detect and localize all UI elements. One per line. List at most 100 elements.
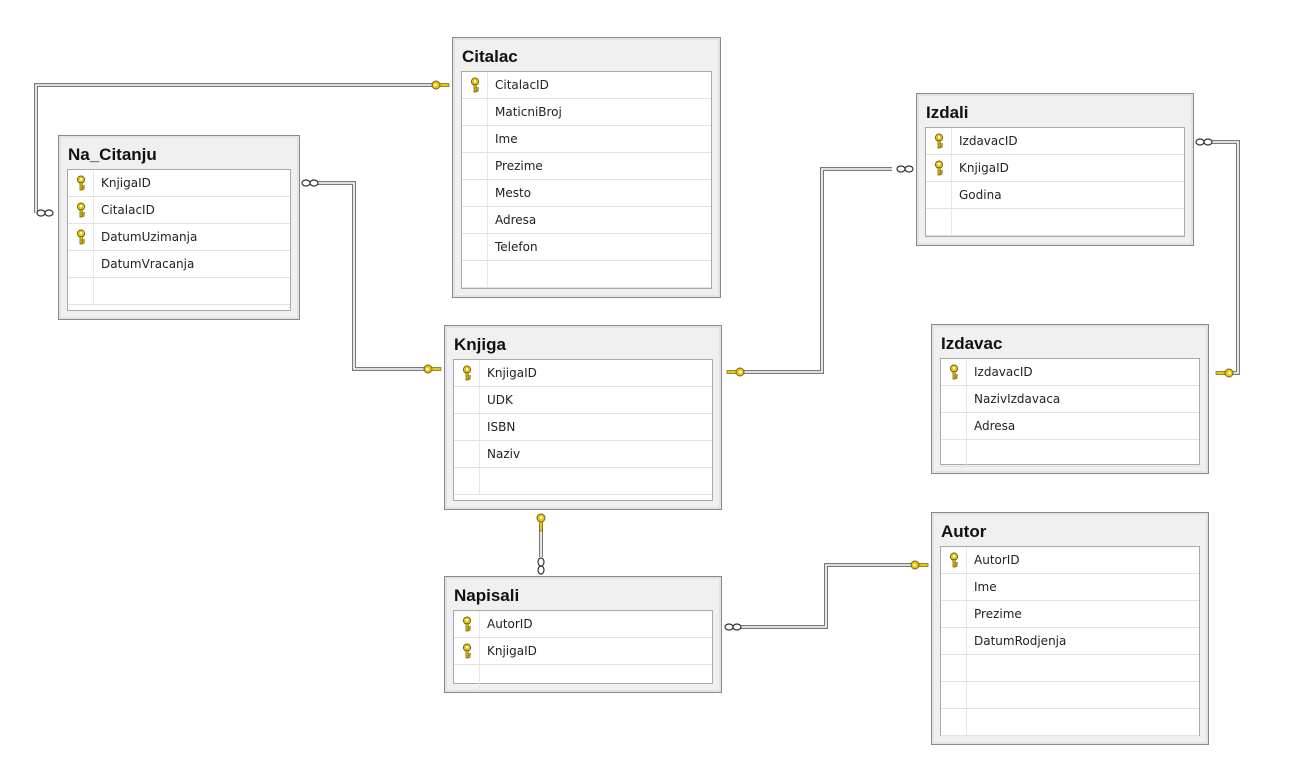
column-row[interactable]: Ime [462,126,711,153]
column-row[interactable]: Adresa [462,207,711,234]
column-row[interactable]: Ime [941,574,1199,601]
infinity-icon [537,557,545,575]
key-icon [1215,368,1234,378]
key-icon [74,229,88,245]
key-icon [431,80,450,90]
empty-row [926,209,1184,236]
table-title: Na_Citanju [68,145,157,164]
key-icon [74,175,88,191]
column-row[interactable]: IzdavacID [926,128,1184,155]
column-name: IzdavacID [959,134,1018,148]
row-selector [462,180,488,206]
row-selector [454,387,480,413]
column-name: Prezime [974,607,1022,621]
row-selector [68,224,94,250]
column-row[interactable]: AutorID [454,611,712,638]
column-row[interactable]: MaticniBroj [462,99,711,126]
column-grid: AutorID KnjigaID [453,610,713,692]
column-row[interactable]: KnjigaID [68,170,290,197]
column-grid: KnjigaID UDK ISBN Naziv [453,359,713,501]
empty-row [462,261,711,288]
column-row[interactable]: NazivIzdavaca [941,386,1199,413]
empty-row [941,709,1199,736]
empty-row [941,682,1199,709]
row-selector [941,359,967,385]
column-row[interactable]: CitalacID [68,197,290,224]
column-row[interactable]: DatumVracanja [68,251,290,278]
column-row[interactable]: IzdavacID [941,359,1199,386]
row-selector [454,468,480,494]
column-row[interactable]: KnjigaID [926,155,1184,182]
relationship-line-inner [35,84,438,213]
empty-row [454,468,712,495]
row-selector [462,207,488,233]
column-row[interactable]: ISBN [454,414,712,441]
row-selector [941,709,967,735]
column-name: NazivIzdavaca [974,392,1061,406]
table-title: Napisali [454,586,520,605]
row-selector [462,99,488,125]
column-row[interactable]: Prezime [941,601,1199,628]
column-row[interactable]: Godina [926,182,1184,209]
row-selector [454,360,480,386]
row-selector [462,72,488,98]
column-row[interactable]: Naziv [454,441,712,468]
column-row[interactable]: Adresa [941,413,1199,440]
row-selector [68,278,94,304]
key-icon [460,616,474,632]
column-name: Prezime [495,159,543,173]
key-icon [932,133,946,149]
table-title: Citalac [462,47,518,66]
row-selector [941,413,967,439]
column-row[interactable]: KnjigaID [454,638,712,665]
column-name: Godina [959,188,1002,202]
row-selector [462,234,488,260]
table-title: Izdavac [941,334,1003,353]
column-row[interactable]: Telefon [462,234,711,261]
column-name: KnjigaID [487,366,537,380]
column-row[interactable]: Prezime [462,153,711,180]
infinity-icon [1195,138,1213,146]
column-row[interactable]: AutorID [941,547,1199,574]
column-name: CitalacID [495,78,549,92]
row-selector [454,665,480,691]
row-selector [462,126,488,152]
column-name: IzdavacID [974,365,1033,379]
key-icon [460,643,474,659]
column-name: DatumVracanja [101,257,195,271]
relationship-izdali-izdavac [1210,140,1240,375]
column-grid: IzdavacID KnjigaID Godina [925,127,1185,237]
row-selector [454,611,480,637]
key-icon [910,560,929,570]
column-name: Ime [495,132,518,146]
column-name: AutorID [974,553,1020,567]
column-name: ISBN [487,420,516,434]
key-icon [726,367,745,377]
column-row[interactable]: CitalacID [462,72,711,99]
column-name: MaticniBroj [495,105,562,119]
empty-row [941,655,1199,682]
column-row[interactable]: UDK [454,387,712,414]
key-icon [932,160,946,176]
column-row[interactable]: DatumUzimanja [68,224,290,251]
column-name: DatumUzimanja [101,230,198,244]
row-selector [68,251,94,277]
column-row[interactable]: KnjigaID [454,360,712,387]
infinity-icon [896,165,914,173]
column-name: AutorID [487,617,533,631]
column-row[interactable]: Mesto [462,180,711,207]
column-row[interactable]: DatumRodjenja [941,628,1199,655]
infinity-icon [301,179,319,187]
column-name: KnjigaID [487,644,537,658]
